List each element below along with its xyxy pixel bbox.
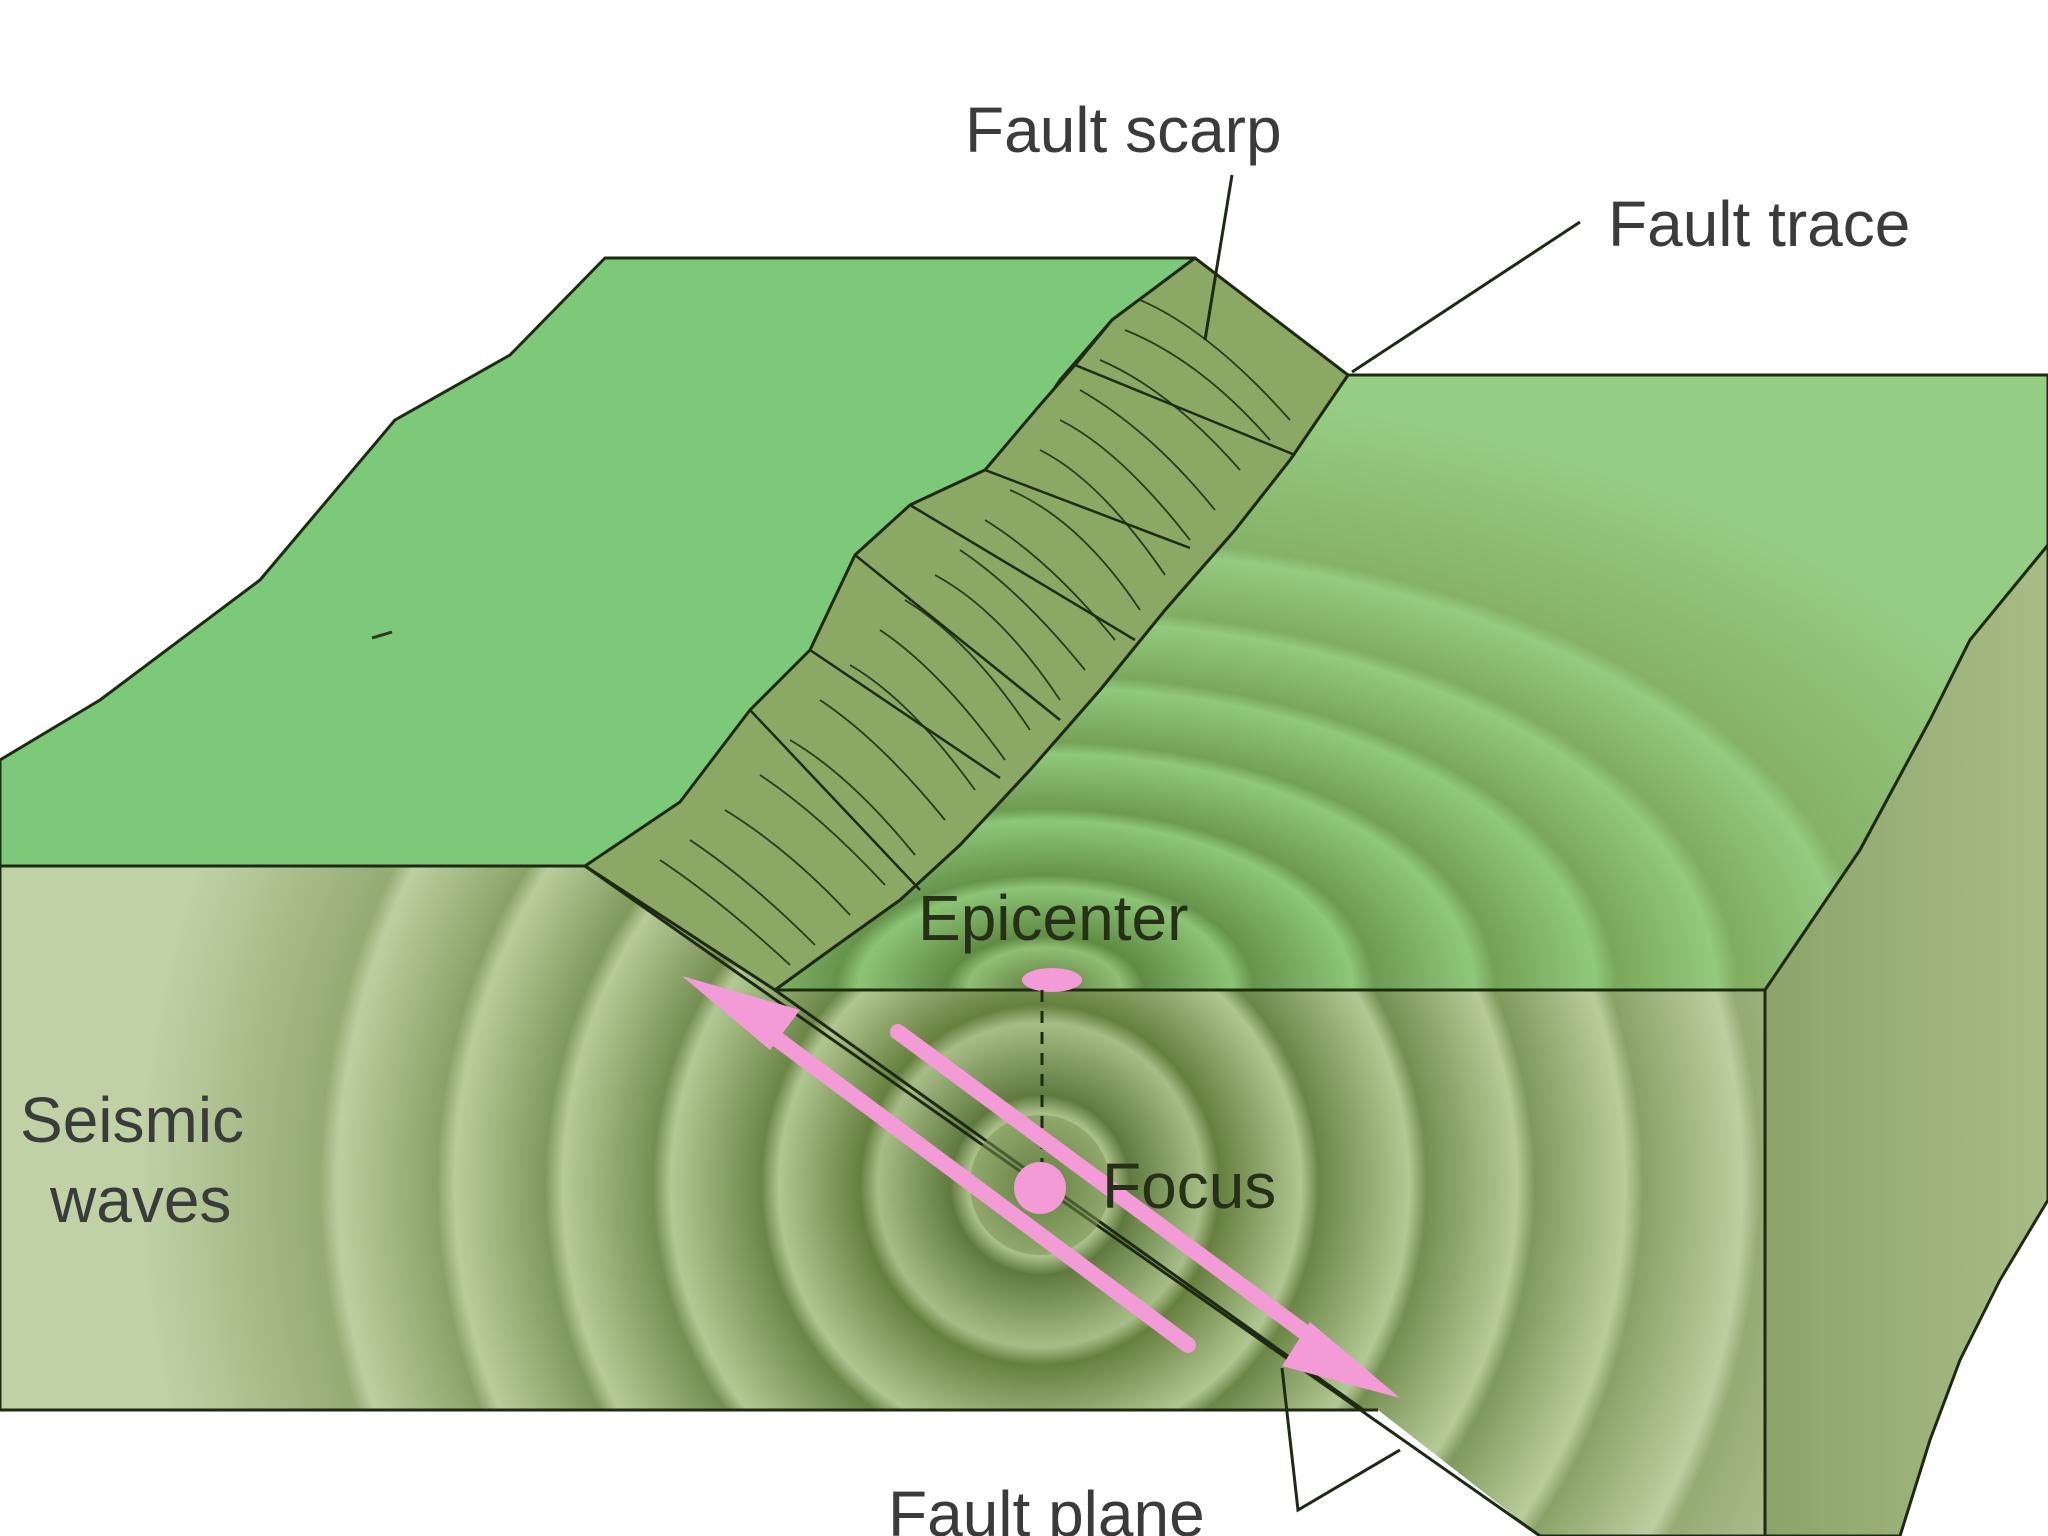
below-block (0, 1410, 1540, 1536)
seismic-waves-label-line2: waves (49, 1164, 231, 1236)
side-face (1763, 543, 2048, 1536)
seismic-waves-label-line1: Seismic (20, 1084, 244, 1156)
scarp-bands (749, 363, 1296, 891)
upland-speck (371, 630, 393, 640)
epicenter-marker (1022, 968, 1082, 992)
epicenter-label: Epicenter (918, 882, 1188, 954)
fault-scarp-label: Fault scarp (965, 94, 1282, 166)
fault-plane-leader (1280, 1367, 1401, 1513)
fault-trace-leader (1351, 220, 1581, 374)
fault-plane-label: Fault plane (888, 1478, 1205, 1536)
focus-point (1014, 1162, 1066, 1214)
slip-arrow-right (890, 1024, 1400, 1398)
fault-scarp-leader (1203, 174, 1234, 341)
fault-trace-label: Fault trace (1608, 188, 1910, 260)
slip-arrow-left (682, 976, 1196, 1353)
scarp-striations (659, 299, 1291, 966)
focus-label: Focus (1102, 1150, 1276, 1222)
